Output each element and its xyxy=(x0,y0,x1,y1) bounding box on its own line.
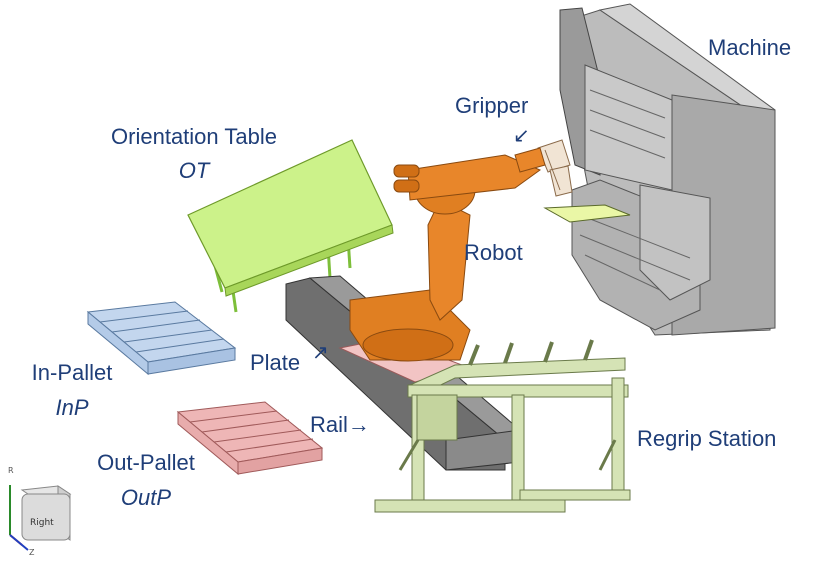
in-pallet xyxy=(86,301,237,376)
in-pallet-label: In-Pallet xyxy=(31,360,113,385)
out-pallet xyxy=(176,401,324,476)
plate-label: Plate xyxy=(250,350,301,375)
bending-sheet xyxy=(543,204,631,223)
machine xyxy=(559,3,776,336)
regrip-station xyxy=(374,339,631,513)
orientation-table-label: Orientation Table xyxy=(111,124,277,149)
plate-arrow: ↗ xyxy=(312,342,329,364)
out-pallet-label: Out-Pallet xyxy=(97,450,195,475)
orientation-table xyxy=(187,139,394,313)
rail-label: Rail→ xyxy=(310,412,370,437)
gripper-arrow: ↙ xyxy=(513,125,530,147)
machine-label: Machine xyxy=(708,35,792,60)
view-cube-face-label: Right xyxy=(30,518,54,528)
out-pallet-abbr: OutP xyxy=(120,485,172,510)
view-cube-axis-r: R xyxy=(8,466,14,475)
gripper-label: Gripper xyxy=(455,93,529,118)
gripper xyxy=(537,139,573,197)
robot xyxy=(349,147,546,362)
in-pallet-abbr: InP xyxy=(55,395,89,420)
view-cube[interactable] xyxy=(9,485,72,551)
robot-label: Robot xyxy=(464,240,523,265)
view-cube-axis-z: Z xyxy=(29,548,35,557)
regrip-station-label: Regrip Station xyxy=(637,426,777,451)
orientation-table-abbr: OT xyxy=(178,158,210,183)
